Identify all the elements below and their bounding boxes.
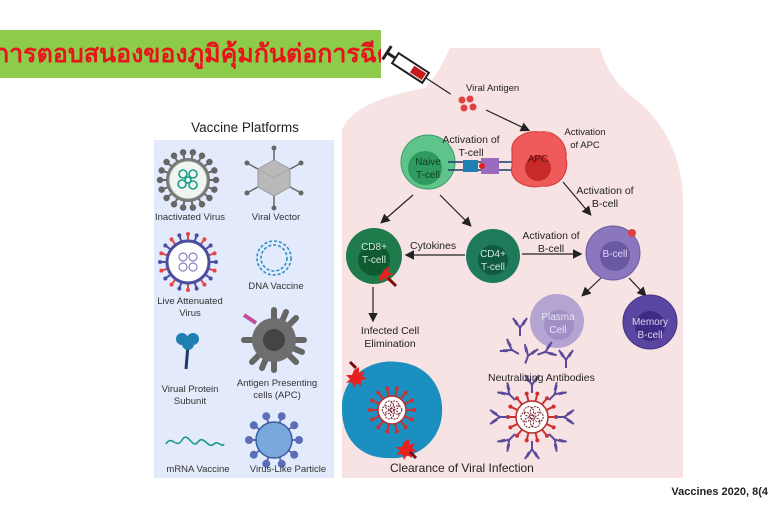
live-attenuated-virus-icon (158, 232, 218, 292)
inactivated-virus-icon (156, 149, 220, 211)
arrow-antigen-to-apc (485, 109, 531, 132)
viral-antigen-icon (458, 95, 477, 112)
slide-title: การตอบสนองของภูมิคุ้มกันต่อการฉีดวัคซีน (0, 39, 381, 68)
viral-vector-icon (244, 145, 304, 211)
arrow-bcell-to-memory (628, 277, 647, 297)
cd8-tcell-label: CD8+T-cell (361, 242, 387, 266)
dna-vaccine-icon (256, 240, 292, 276)
label-cytokines: Cytokines (410, 240, 457, 252)
label-viral-antigen: Viral Antigen (466, 83, 520, 94)
platform-label: Antigen Presenting cells (APC) (236, 378, 318, 401)
platform-label: Virus-Like Particle (249, 464, 327, 475)
apc-icon (241, 307, 307, 373)
cd4-tcell-label: CD4+T-cell (480, 249, 506, 273)
platform-label: Viral Vector (251, 212, 301, 223)
platform-label: mRNA Vaccine (166, 464, 230, 475)
viral-protein-subunit-icon (176, 333, 199, 370)
arrow-bcell-to-plasma (581, 277, 602, 297)
mrna-vaccine-icon (165, 436, 225, 447)
citation: Vaccines 2020, 8(4 (671, 486, 768, 498)
platform-label: DNA Vaccine (248, 281, 304, 292)
neutralized-virus (489, 374, 575, 460)
platform-label: Live Attenuated Virus (157, 296, 223, 319)
syringe-icon (381, 45, 452, 95)
arrow-naive-to-cd8 (380, 194, 414, 224)
apc-label: APC (527, 154, 549, 165)
label-clearance: Clearance of Viral Infection (390, 461, 534, 475)
infected-cell (341, 360, 443, 460)
tcr-mhc-connector (448, 158, 512, 174)
arrow-naive-to-cd4 (439, 194, 472, 227)
vaccine-platforms-title: Vaccine Platforms (191, 120, 299, 135)
label-neutralizing-antibodies: Neutralizing Antibodies (488, 372, 595, 384)
title-banner: การตอบสนองของภูมิคุ้มกันต่อการฉีดวัคซีน (0, 30, 381, 78)
platform-label: Virual Protein Subunit (161, 384, 219, 407)
vaccine-platforms-panel: Inactivated Virus Viral Vector Live Atte… (154, 140, 334, 478)
virus-like-particle-icon (245, 412, 303, 468)
bcell-label: B-cell (602, 249, 628, 260)
platform-label: Inactivated Virus (154, 212, 226, 223)
platform-icons (156, 145, 307, 468)
